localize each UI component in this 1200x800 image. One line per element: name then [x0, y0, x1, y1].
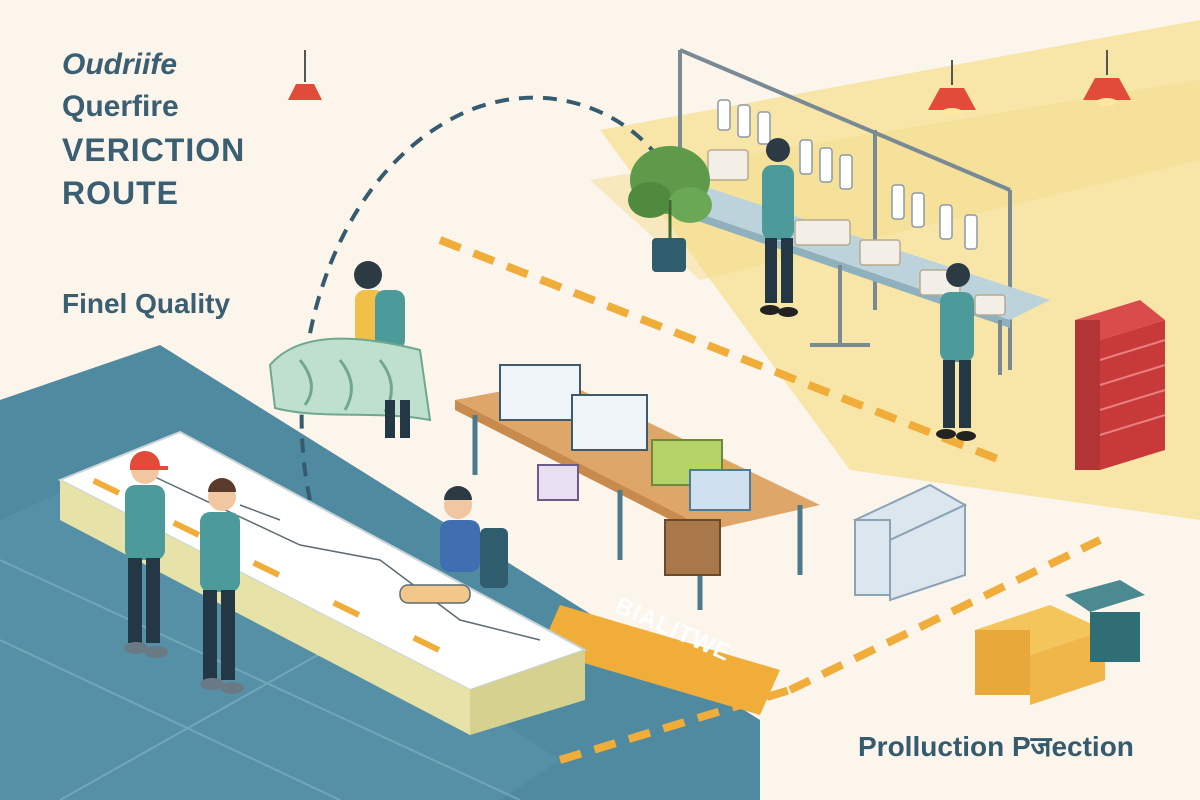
box-stack-icon	[1075, 300, 1166, 470]
bottom-label: Prolluction Pजection	[858, 731, 1134, 762]
inspector-red-cap	[124, 451, 168, 658]
title-block: Oudriife Querfire VERICTION ROUTE	[62, 48, 245, 212]
worker-standing-table	[936, 263, 976, 441]
folded-stacks	[707, 149, 1006, 316]
potted-plant-icon	[628, 146, 712, 272]
back-table-legs	[810, 265, 1002, 375]
hanging-rack	[678, 48, 1012, 370]
inspector-masked	[200, 478, 244, 694]
orange-package-stack	[975, 580, 1145, 705]
title-line-1: Oudriife	[62, 48, 178, 81]
subtitle: Finel Quality	[62, 288, 231, 319]
hanging-garments	[717, 99, 978, 250]
title-line-2: Querfire	[62, 90, 179, 123]
pendant-lamp-icon	[1083, 50, 1131, 106]
worker-with-fabric	[268, 261, 432, 438]
seated-operator	[440, 486, 508, 588]
station-badge-stripe	[540, 605, 780, 715]
worker-standing-rack	[760, 138, 798, 317]
title-line-3: VERICTION	[62, 132, 246, 168]
packing-table	[455, 364, 820, 610]
title-line-4: ROUTE	[62, 175, 179, 211]
pendant-lamp-icon	[928, 60, 976, 116]
pendant-lamp-icon	[288, 50, 322, 100]
gray-stock-stack	[852, 483, 968, 602]
